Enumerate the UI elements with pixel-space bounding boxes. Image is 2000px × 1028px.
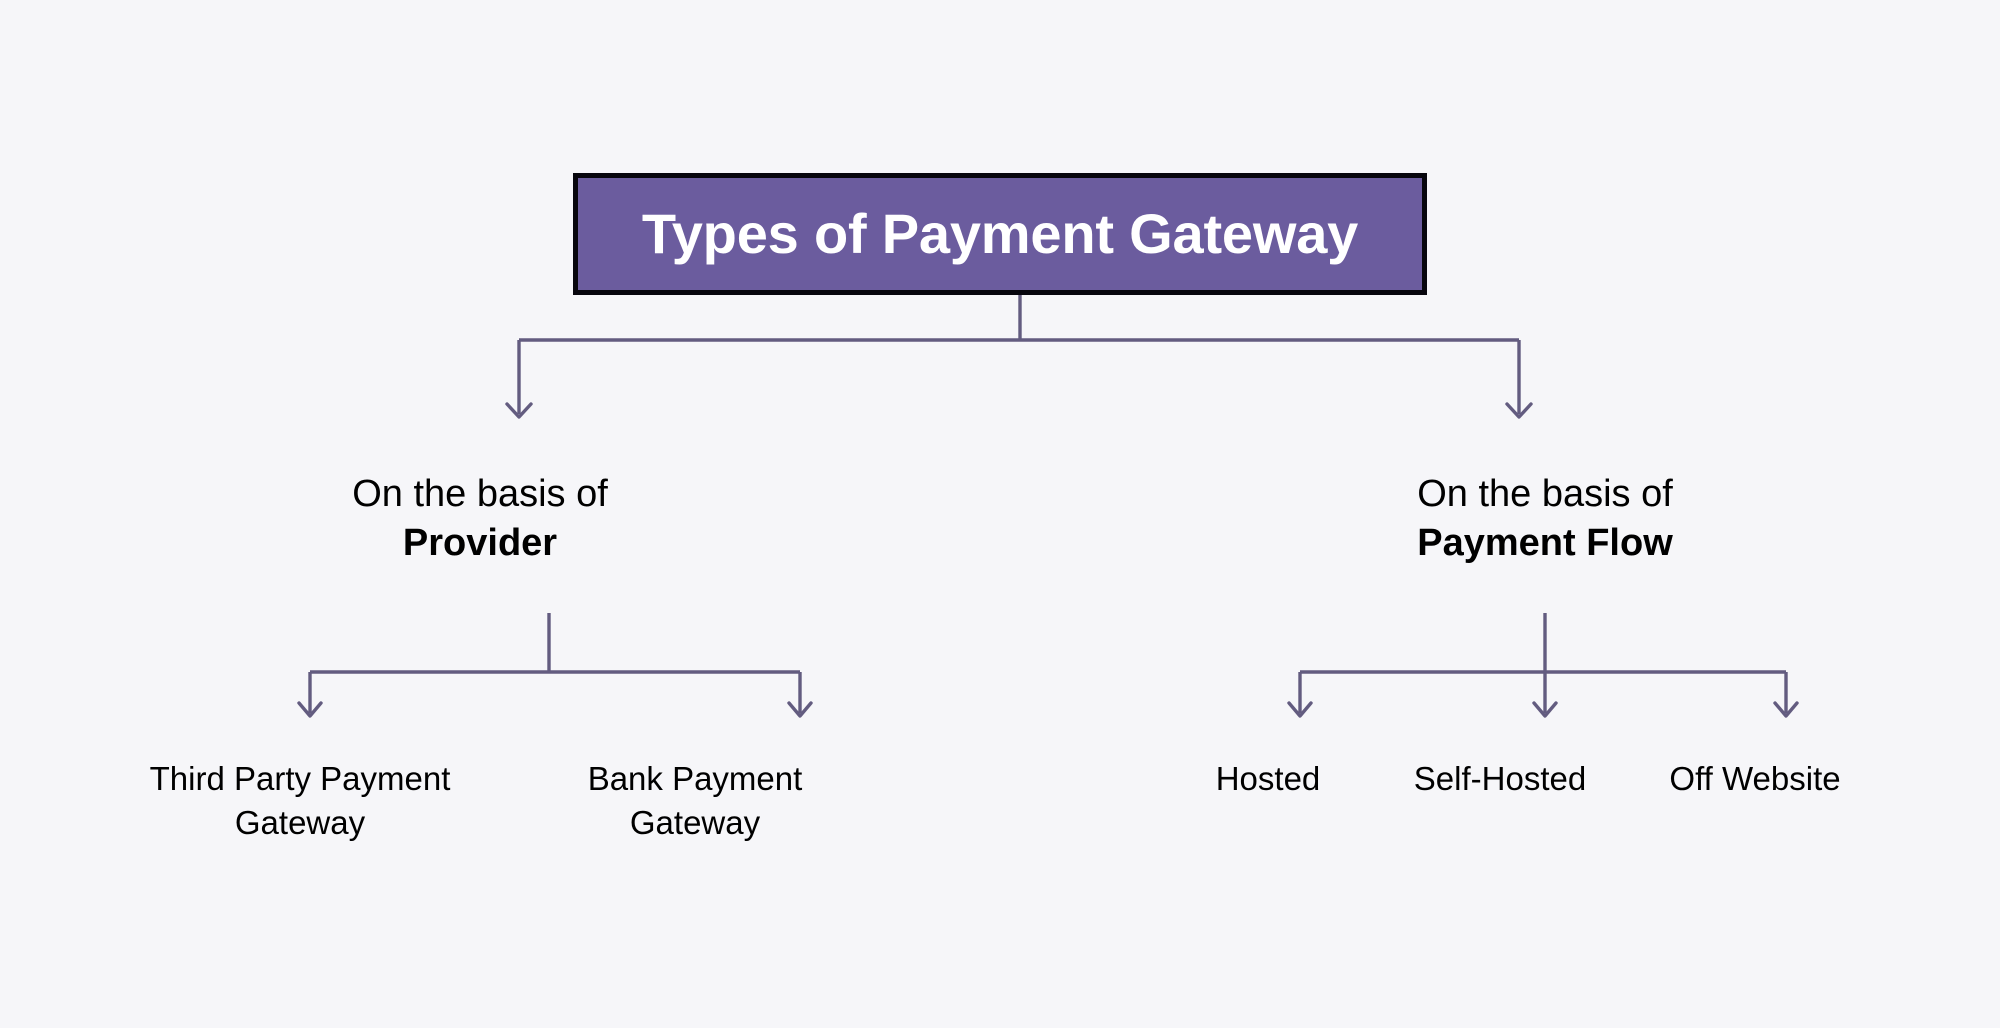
arrowhead-to-bank — [787, 701, 813, 718]
root-node[interactable]: Types of Payment Gateway — [573, 173, 1427, 295]
leaf-node-bank-payment-gateway[interactable]: Bank Payment Gateway — [587, 760, 803, 841]
arrowhead-to-off-website — [1773, 701, 1799, 718]
category-node-payment-flow[interactable]: On the basis of Payment Flow — [1385, 470, 1705, 567]
arrowhead-to-payment-flow — [1505, 402, 1533, 419]
root-node-label: Types of Payment Gateway — [641, 201, 1359, 265]
leaf-node-third-party-payment-gateway[interactable]: Third Party Payment Gateway — [149, 760, 451, 841]
arrowhead-to-third-party — [297, 701, 323, 718]
category-prefix-provider: On the basis of — [352, 473, 608, 515]
leaf-node-hosted[interactable]: Hosted — [1215, 760, 1321, 797]
leaf-node-off-website[interactable]: Off Website — [1669, 760, 1841, 797]
category-name-provider: Provider — [402, 521, 558, 564]
arrowhead-to-hosted — [1287, 701, 1313, 718]
category-prefix-payment-flow: On the basis of — [1417, 473, 1673, 515]
arrowhead-to-provider — [505, 402, 533, 419]
arrowhead-to-self-hosted — [1532, 701, 1558, 718]
category-name-payment-flow: Payment Flow — [1417, 521, 1673, 564]
leaf-node-self-hosted[interactable]: Self-Hosted — [1413, 760, 1587, 797]
category-node-provider[interactable]: On the basis of Provider — [320, 470, 640, 567]
